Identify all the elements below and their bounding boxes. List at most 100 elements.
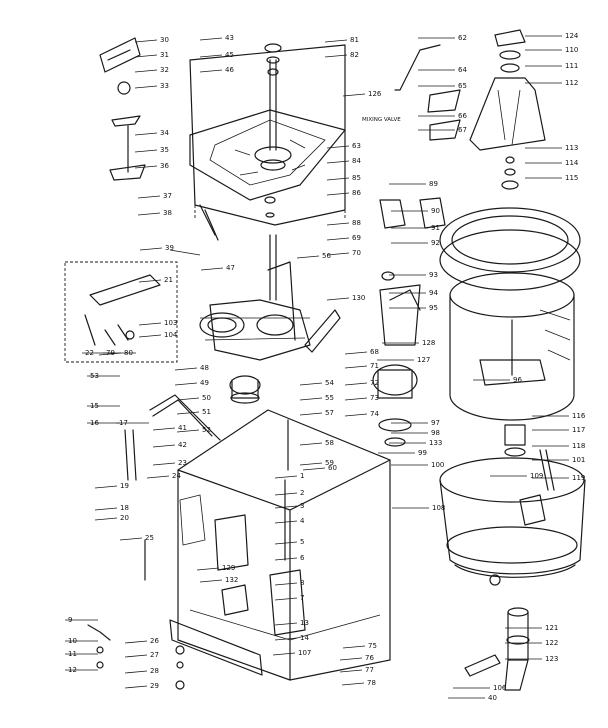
callout-74: 74: [370, 410, 379, 418]
leader-line-81: [324, 39, 348, 43]
leader-line-1: [274, 475, 298, 479]
callout-19: 19: [120, 482, 129, 490]
leader-line-70: [326, 252, 350, 256]
leader-line-72: [344, 382, 368, 386]
callout-71: 71: [370, 362, 379, 370]
callout-90: 90: [431, 207, 440, 215]
callout-78: 78: [367, 679, 376, 687]
callout-62: 62: [458, 34, 467, 42]
callout-50: 50: [202, 394, 211, 402]
leader-line-18: [94, 507, 118, 511]
callout-72: 72: [370, 379, 379, 387]
callout-48: 48: [200, 364, 209, 372]
callout-114: 114: [565, 159, 579, 167]
leader-line-6: [274, 557, 298, 561]
leader-line-86: [326, 192, 350, 196]
leader-line-38: [137, 212, 161, 216]
callout-116: 116: [572, 412, 586, 420]
leader-line-82: [324, 54, 348, 58]
leader-line-36: [134, 165, 158, 169]
callout-66: 66: [458, 112, 467, 120]
callout-104: 104: [164, 331, 178, 339]
callout-84: 84: [352, 157, 361, 165]
leader-line-34: [134, 132, 158, 136]
callout-27: 27: [150, 651, 159, 659]
callout-28: 28: [150, 667, 159, 675]
callout-17: 17: [119, 419, 128, 427]
leader-line-85: [326, 177, 350, 181]
callout-77: 77: [365, 666, 374, 674]
hoses-left: [87, 394, 221, 690]
callout-25: 25: [145, 534, 154, 542]
leader-line-51: [176, 411, 200, 415]
leader-line-27: [124, 654, 148, 658]
callout-100: 100: [431, 461, 444, 469]
callout-111: 111: [565, 62, 578, 70]
callout-9: 9: [68, 616, 72, 624]
callout-85: 85: [352, 174, 361, 182]
callout-67: 67: [458, 126, 467, 134]
leader-line-19: [94, 485, 118, 489]
callout-81: 81: [350, 36, 359, 44]
leader-line-43: [199, 37, 223, 41]
callout-55: 55: [325, 394, 334, 402]
callout-117: 117: [572, 426, 585, 434]
middle-brackets: [304, 44, 461, 447]
callout-98: 98: [431, 429, 440, 437]
leader-line-75: [342, 645, 366, 649]
mounting-plate: [189, 43, 346, 226]
leader-line-49: [174, 382, 198, 386]
leader-line-14: [274, 637, 298, 641]
callout-39: 39: [165, 244, 174, 252]
leader-line-30: [134, 39, 158, 43]
leader-line-57: [299, 412, 323, 416]
callout-79: 79: [106, 349, 115, 357]
leader-line-48: [174, 367, 198, 371]
leader-line-35: [134, 149, 158, 153]
lid-switch-parts: [99, 37, 219, 256]
callout-7: 7: [300, 594, 304, 602]
leader-line-78: [341, 682, 365, 686]
callout-68: 68: [370, 348, 379, 356]
callout-88: 88: [352, 219, 361, 227]
callout-11: 11: [68, 650, 77, 658]
callout-108: 108: [432, 504, 445, 512]
leader-line-2: [274, 492, 298, 496]
leader-line-129: [196, 567, 220, 571]
callout-29: 29: [150, 682, 159, 690]
leader-line-33: [134, 85, 158, 89]
callout-76: 76: [365, 654, 374, 662]
callout-40: 40: [488, 694, 497, 702]
callout-128: 128: [422, 339, 435, 347]
callout-34: 34: [160, 129, 169, 137]
callout-57: 57: [325, 409, 334, 417]
callout-129: 129: [222, 564, 235, 572]
leader-line-54: [299, 382, 323, 386]
callout-101: 101: [572, 456, 585, 464]
callout-126: 126: [368, 90, 382, 98]
callout-5: 5: [300, 538, 304, 546]
callout-13: 13: [300, 619, 309, 627]
leader-line-28: [124, 670, 148, 674]
callout-21: 21: [164, 276, 173, 284]
callout-3: 3: [300, 502, 304, 510]
callout-51: 51: [202, 408, 211, 416]
callout-89: 89: [429, 180, 438, 188]
callout-12: 12: [68, 666, 77, 674]
callout-58: 58: [325, 439, 334, 447]
callout-113: 113: [565, 144, 578, 152]
leader-line-20: [94, 517, 118, 521]
callout-35: 35: [160, 146, 169, 154]
leader-line-63: [326, 145, 350, 149]
callout-14: 14: [300, 634, 309, 642]
leader-line-80: [98, 352, 122, 356]
leader-line-84: [326, 160, 350, 164]
callout-91: 91: [431, 224, 440, 232]
callout-107: 107: [298, 649, 311, 657]
callout-36: 36: [160, 162, 169, 170]
callout-38: 38: [163, 209, 172, 217]
agitator: [469, 29, 546, 190]
callout-115: 115: [565, 174, 578, 182]
